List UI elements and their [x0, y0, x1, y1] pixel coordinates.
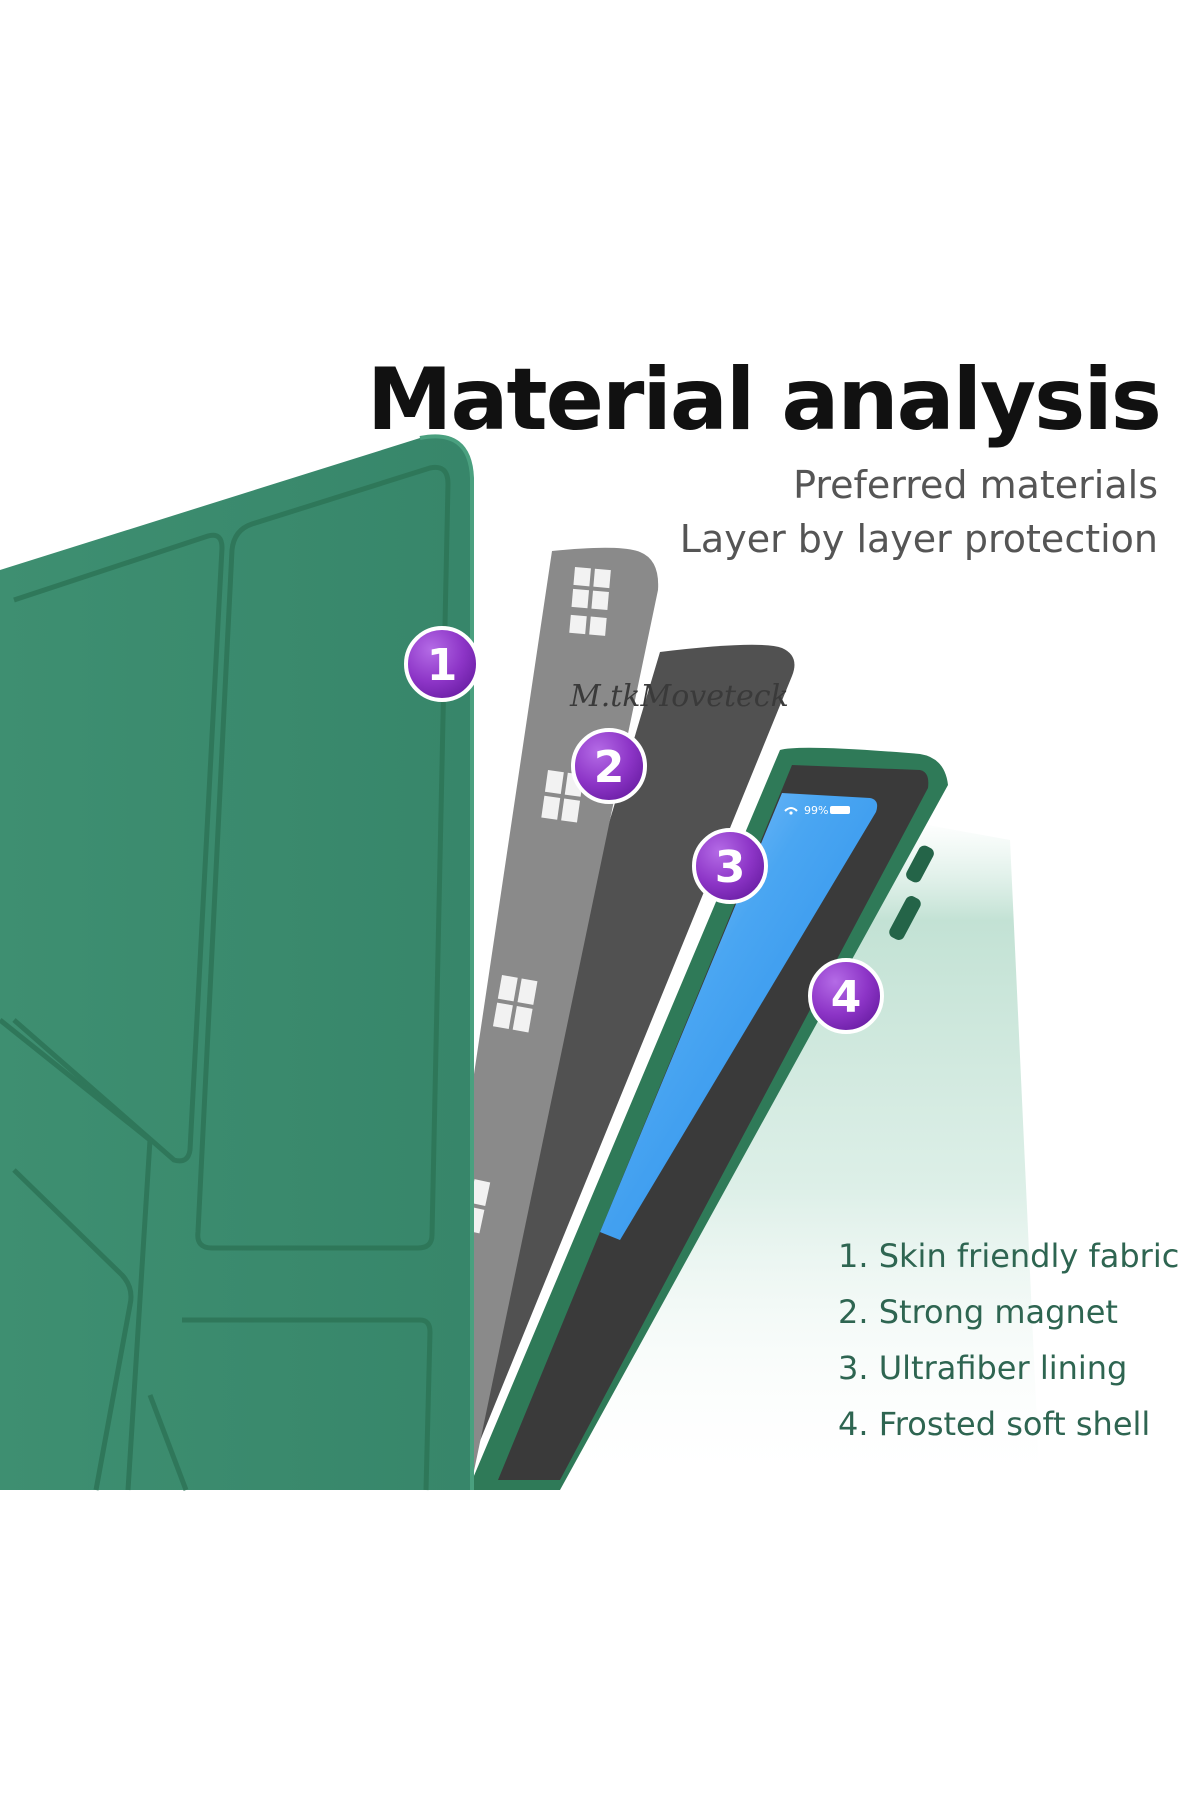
skin-friendly-fabric-cover [0, 434, 474, 1491]
feature-item-ultrafiber-lining: 3. Ultrafiber lining [838, 1349, 1128, 1387]
svg-text:1: 1 [427, 640, 458, 691]
feature-item-strong-magnet: 2. Strong magnet [838, 1293, 1118, 1331]
svg-text:3: 3 [715, 842, 746, 893]
badge-2: 2 [571, 728, 647, 804]
battery-status: 99% [804, 804, 828, 817]
badge-4: 4 [808, 958, 884, 1034]
subtitle-line-1: Preferred materials [793, 463, 1158, 507]
feature-item-frosted-soft-shell: 4. Frosted soft shell [838, 1405, 1151, 1443]
feature-list: 1. Skin friendly fabric 2. Strong magnet… [838, 1228, 1179, 1452]
badge-3: 3 [692, 828, 768, 904]
feature-item-skin-friendly-fabric: 1. Skin friendly fabric [838, 1237, 1180, 1275]
svg-text:2: 2 [594, 742, 625, 793]
subtitle: Preferred materials Layer by layer prote… [680, 458, 1158, 566]
watermark: M.tkMoveteck [569, 679, 789, 714]
battery-icon [830, 806, 850, 814]
tablet-screen [600, 793, 878, 1240]
tablet-shell: 99% [468, 747, 948, 1490]
wifi-icon [784, 807, 798, 815]
page-title: Material analysis [366, 350, 1162, 450]
badge-1: 1 [404, 626, 480, 702]
svg-text:4: 4 [831, 972, 862, 1023]
subtitle-line-2: Layer by layer protection [679, 517, 1158, 561]
